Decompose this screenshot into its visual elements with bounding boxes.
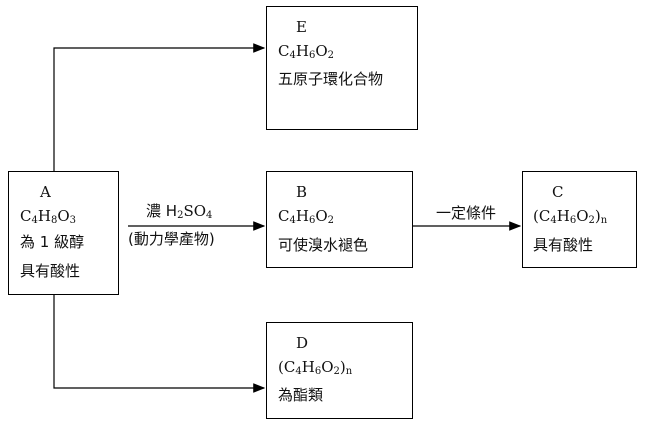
reagent-label: 濃 H2SO4 (146, 202, 213, 221)
formula-e: C4H6O2 (278, 42, 335, 61)
desc-a-2: 具有酸性 (20, 262, 81, 280)
box-d (266, 322, 413, 419)
arrow-a-to-d (53, 294, 266, 393)
box-a (8, 171, 119, 295)
formula-a: C4H8O3 (20, 207, 77, 226)
arrow-a-to-e (53, 43, 266, 171)
desc-b: 可使溴水褪色 (278, 236, 369, 254)
formula-b: C4H6O2 (278, 207, 335, 226)
formula-d: (C4H6O2)n (278, 358, 353, 377)
box-e (266, 6, 418, 130)
label-c: C (552, 183, 564, 201)
box-c (522, 171, 637, 268)
desc-e: 五原子環化合物 (278, 70, 384, 88)
kinetic-product-label: (動力學產物) (128, 230, 215, 248)
formula-c: (C4H6O2)n (533, 207, 608, 226)
label-e: E (296, 18, 307, 36)
label-a: A (40, 183, 51, 201)
desc-a-1: 為 1 級醇 (20, 233, 85, 251)
box-b (266, 171, 413, 268)
desc-d: 為酯類 (278, 386, 324, 404)
label-b: B (296, 183, 308, 201)
label-d: D (296, 334, 309, 352)
condition-label: 一定條件 (436, 204, 497, 222)
desc-c: 具有酸性 (533, 236, 594, 254)
